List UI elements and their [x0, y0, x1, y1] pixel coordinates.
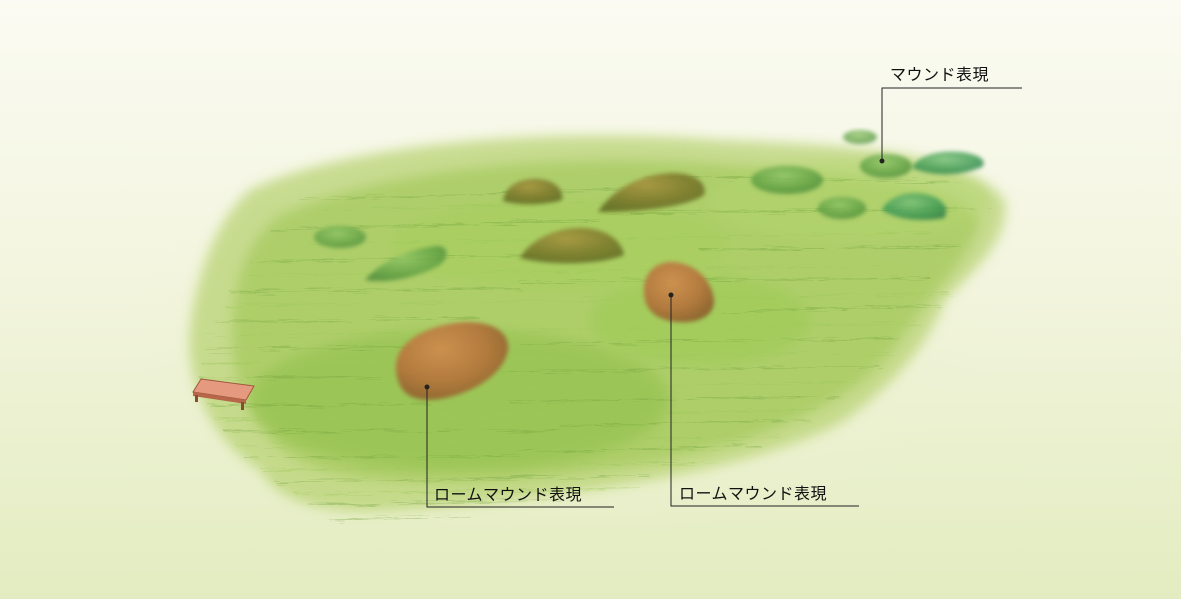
mound-green-right-1	[751, 166, 823, 194]
leader-dot-loam-right	[668, 292, 674, 298]
mound-olive-center	[520, 228, 624, 264]
mound-green-right-top-small	[843, 130, 877, 144]
loam-mound-right	[643, 262, 715, 323]
callout-label-mound-top-right: マウンド表現	[890, 65, 990, 84]
mound-green-left-long	[365, 246, 447, 282]
leader-line-loam-left	[426, 387, 614, 508]
leader-line-mound-top	[881, 87, 1022, 161]
mound-green-left-small	[314, 226, 366, 248]
callout-label-loam-mound-right: ロームマウンド表現	[679, 484, 828, 503]
loam-mound-left	[395, 322, 509, 400]
mound-olive-top-center	[598, 173, 705, 212]
mound-teal-right-4	[912, 151, 984, 175]
grass-field	[189, 135, 1006, 521]
mound-olive-top-left	[503, 178, 563, 205]
mound-green-right-2	[818, 197, 866, 219]
callout-label-loam-mound-left: ロームマウンド表現	[434, 485, 583, 504]
leader-line-loam-right	[670, 295, 859, 507]
bench	[192, 378, 255, 410]
mound-green-right-3	[860, 154, 912, 178]
leader-dot-mound-top	[879, 158, 885, 164]
mound-teal-right-5	[882, 193, 947, 220]
leader-dot-loam-left	[424, 384, 430, 390]
